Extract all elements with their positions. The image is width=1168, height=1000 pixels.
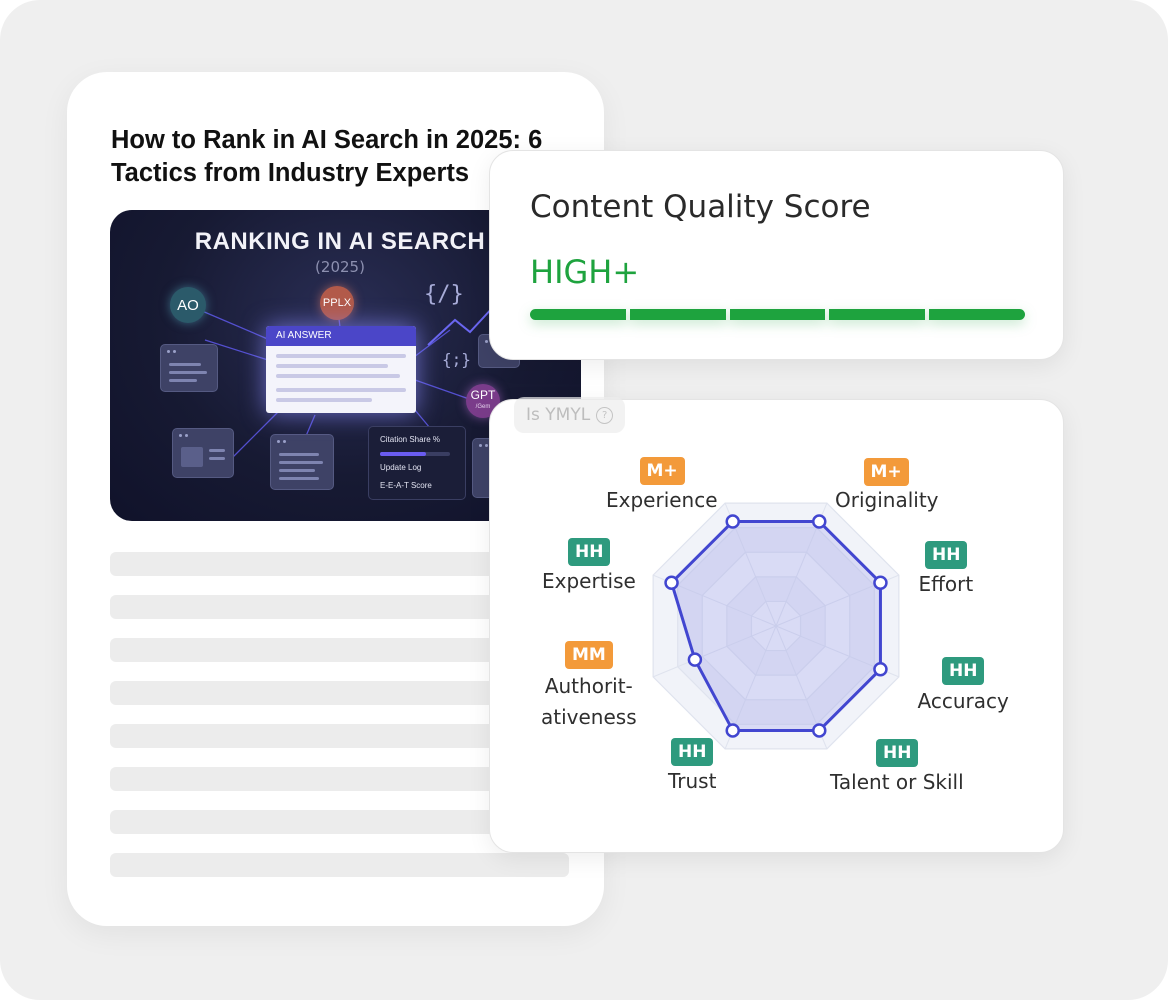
code-braces-icon: {;} <box>442 350 471 369</box>
radar-score-badge: HH <box>876 739 919 767</box>
radar-axis-label: Trust <box>668 769 717 793</box>
gpt-node-label: GPT <box>470 388 496 402</box>
score-segment <box>829 309 926 320</box>
ao-node: AO <box>170 287 206 323</box>
question-circle-icon: ? <box>596 406 614 424</box>
browser-window-icon <box>270 434 334 490</box>
radar-score-badge: MM <box>565 641 613 669</box>
gpt-node-sub: /Gem <box>475 404 491 410</box>
pplx-node: PPLX <box>320 286 354 320</box>
score-segment <box>629 309 726 320</box>
ai-answer-panel: AI ANSWER <box>266 326 416 413</box>
ai-answer-label: AI ANSWER <box>266 326 416 346</box>
score-segment <box>729 309 826 320</box>
radar-point <box>873 662 888 677</box>
radar-point <box>873 575 888 590</box>
article-title: How to Rank in AI Search in 2025: 6 Tact… <box>111 126 543 187</box>
radar-point <box>725 514 740 529</box>
radar-point <box>687 652 703 667</box>
metric-citation-share: Citation Share % <box>380 435 441 444</box>
radar-axis-label: Effort <box>918 572 974 596</box>
radar-point <box>664 575 679 590</box>
score-title: Content Quality Score <box>530 189 871 225</box>
citation-share-fill <box>380 452 426 456</box>
radar-score-badge: HH <box>568 538 611 566</box>
metrics-panel: Citation Share % Update Log E-E-A-T Scor… <box>368 426 466 500</box>
metric-eeat-score: E-E-A-T Score <box>380 481 432 490</box>
hero-year: (2025) <box>315 258 365 276</box>
radar-chart <box>652 502 900 750</box>
radar-score-badge: HH <box>942 657 985 685</box>
browser-window-icon <box>160 344 218 392</box>
hero-title: RANKING IN AI SEARCH <box>194 228 486 255</box>
browser-window-icon <box>172 428 234 478</box>
radar-point <box>725 723 740 738</box>
radar-score-badge: M+ <box>639 457 685 485</box>
score-progress-bar <box>530 309 1025 320</box>
radar-axis-label: Expertise <box>542 569 636 593</box>
metric-update-log: Update Log <box>380 463 422 472</box>
radar-point <box>812 514 827 529</box>
ymyl-label: Is YMYL <box>526 405 591 425</box>
score-segment <box>929 309 1025 320</box>
radar-score-badge: M+ <box>863 458 909 486</box>
radar-axis-label: Originality <box>835 488 939 512</box>
ymyl-toggle[interactable]: Is YMYL ? <box>514 397 626 433</box>
radar-score-badge: HH <box>671 738 714 766</box>
radar-axis-label: Accuracy <box>917 689 1009 713</box>
code-brackets-icon: {/} <box>424 282 464 307</box>
radar-axis-label: Authorit- ativeness <box>541 674 637 729</box>
radar-score-badge: HH <box>925 541 968 569</box>
text-placeholder-line <box>110 853 569 877</box>
radar-card <box>489 399 1064 853</box>
radar-point <box>812 723 827 738</box>
score-segment <box>530 309 626 320</box>
content-quality-card: Content Quality Score HIGH+ <box>489 150 1064 360</box>
radar-axis-label: Talent or Skill <box>830 770 964 794</box>
radar-spoke <box>652 625 777 678</box>
score-value: HIGH+ <box>530 253 640 291</box>
citation-share-bar <box>380 452 450 456</box>
radar-axis-label: Experience <box>606 488 718 512</box>
